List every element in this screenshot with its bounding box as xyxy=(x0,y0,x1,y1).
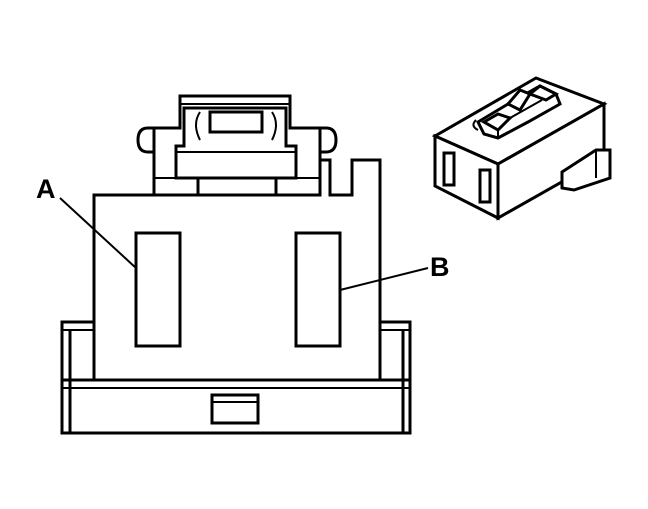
iso-slot-2 xyxy=(478,168,492,204)
connector-face-view: A B xyxy=(36,94,450,435)
terminal-cavity-a xyxy=(134,231,182,348)
callout-b: B xyxy=(430,252,450,282)
leader-line-a xyxy=(59,197,137,269)
leader-line-b xyxy=(339,267,429,291)
base-window xyxy=(210,393,260,425)
terminal-cavity-b xyxy=(294,231,342,348)
callout-a: A xyxy=(36,174,56,204)
iso-slot-1 xyxy=(442,151,456,187)
connector-isometric-view xyxy=(431,76,612,221)
iso-latch xyxy=(472,84,562,140)
locking-latch xyxy=(136,94,338,197)
